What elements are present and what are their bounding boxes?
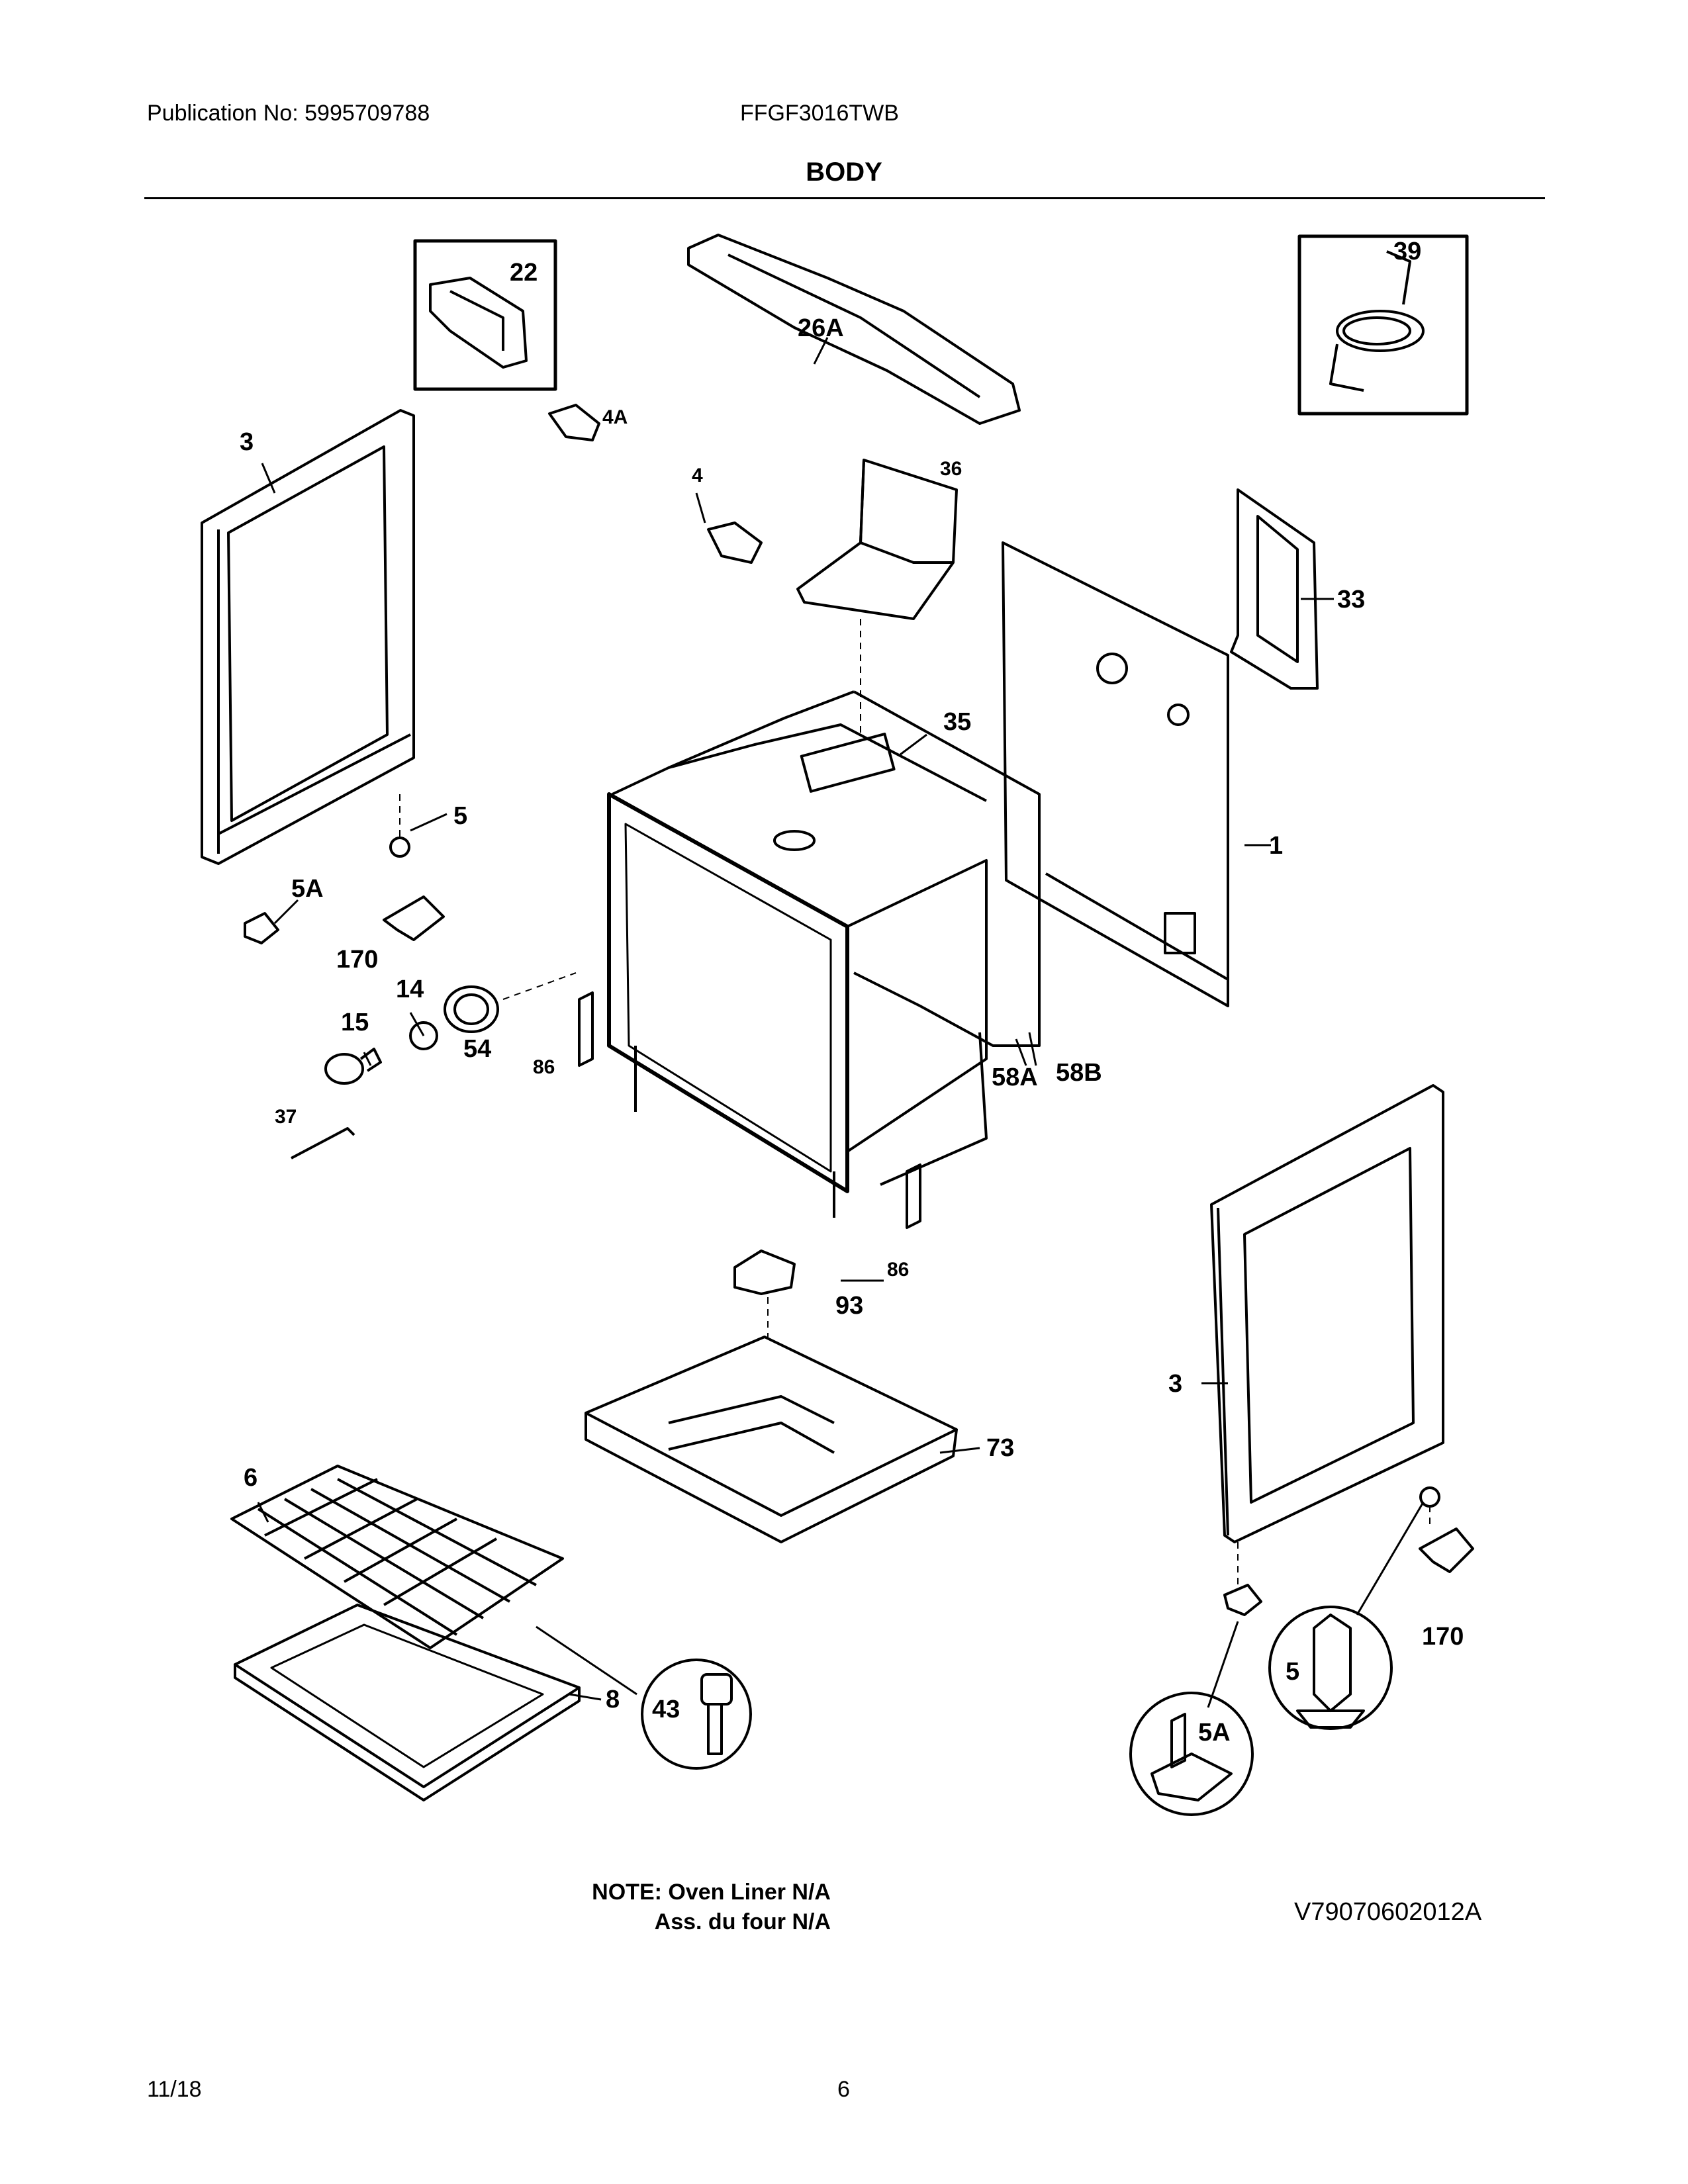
part-33-panel — [1230, 488, 1319, 690]
leader-lines — [257, 337, 1425, 1708]
part-93-bracket — [733, 1250, 796, 1295]
oven-cavity-assembly — [607, 690, 1041, 1218]
note-line-2: Ass. du four N/A — [654, 1909, 831, 1934]
part-170-bracket-left — [383, 895, 445, 941]
part-54-lens — [444, 985, 499, 1033]
part-37-sensor — [291, 1127, 355, 1160]
part-label-5-right: 5 — [1286, 1658, 1299, 1686]
part-14-socket — [409, 1021, 438, 1050]
part-4-bracket — [707, 522, 763, 564]
part-label-35: 35 — [943, 708, 971, 736]
part-6-oven-rack — [230, 1465, 564, 1649]
part-label-14: 14 — [396, 976, 424, 1003]
part-label-37: 37 — [275, 1106, 297, 1128]
part-86-hinge-left — [578, 991, 594, 1067]
part-5-leg-left — [389, 837, 410, 858]
part-73-bottom-panel — [585, 1336, 958, 1543]
part-label-54: 54 — [463, 1035, 491, 1063]
part-label-170-right: 170 — [1422, 1623, 1464, 1651]
part-label-8: 8 — [606, 1686, 620, 1713]
part-label-4a: 4A — [602, 406, 628, 428]
note-line-1: NOTE: Oven Liner N/A — [592, 1880, 831, 1905]
part-170-bracket-right — [1419, 1527, 1474, 1573]
part-label-39: 39 — [1393, 238, 1421, 265]
part-36-bracket — [796, 459, 958, 620]
part-3-left-side-panel — [201, 409, 415, 865]
part-5-leg-detail — [1268, 1606, 1393, 1730]
part-label-33: 33 — [1337, 586, 1365, 614]
part-5a-leveler-right — [1223, 1584, 1262, 1616]
part-label-1: 1 — [1269, 832, 1283, 860]
part-4a-bracket — [548, 404, 600, 441]
part-43-screw-detail — [641, 1659, 752, 1770]
part-label-15: 15 — [341, 1009, 369, 1036]
model-number: FFGF3016TWB — [740, 101, 899, 126]
part-5a-leveler-detail — [1129, 1692, 1254, 1816]
part-label-3-right: 3 — [1168, 1370, 1182, 1398]
part-label-5a-right: 5A — [1198, 1719, 1231, 1747]
part-39-inset — [1297, 234, 1469, 416]
part-label-170-left: 170 — [336, 946, 378, 974]
part-label-5-left: 5 — [453, 802, 467, 830]
part-label-5a-left: 5A — [291, 875, 324, 903]
part-label-43: 43 — [652, 1696, 680, 1723]
part-26a-bracket — [687, 234, 1021, 425]
part-label-6: 6 — [244, 1464, 258, 1492]
part-86-hinge-right — [906, 1163, 921, 1229]
part-label-93: 93 — [835, 1292, 863, 1320]
publication-number: Publication No: 5995709788 — [147, 101, 430, 126]
header-divider — [144, 197, 1545, 199]
part-label-22: 22 — [510, 259, 538, 287]
part-label-86-left: 86 — [533, 1056, 555, 1078]
part-label-58b: 58B — [1056, 1059, 1102, 1087]
part-5a-leveler-left — [244, 912, 279, 944]
part-15-lamp — [324, 1048, 382, 1085]
part-3-right-side-panel — [1210, 1084, 1444, 1543]
alignment-lines — [399, 619, 1430, 1585]
part-label-86-right: 86 — [887, 1259, 909, 1281]
part-label-4: 4 — [692, 465, 703, 486]
part-label-26a: 26A — [798, 314, 844, 342]
section-title: BODY — [806, 158, 882, 187]
part-labels: 22 26A 39 4A 3 4 36 33 35 1 5 5A 170 14 … — [240, 238, 1464, 1747]
part-label-73: 73 — [986, 1434, 1014, 1462]
footer-date: 11/18 — [147, 2077, 202, 2102]
part-22-inset — [413, 239, 557, 391]
page-number: 6 — [837, 2077, 850, 2102]
part-label-58a: 58A — [992, 1064, 1038, 1091]
diagram-code: V79070602012A — [1294, 1898, 1482, 1926]
part-label-36: 36 — [940, 458, 962, 480]
part-label-3-left: 3 — [240, 428, 254, 456]
part-1-back-panel — [1002, 541, 1229, 1007]
